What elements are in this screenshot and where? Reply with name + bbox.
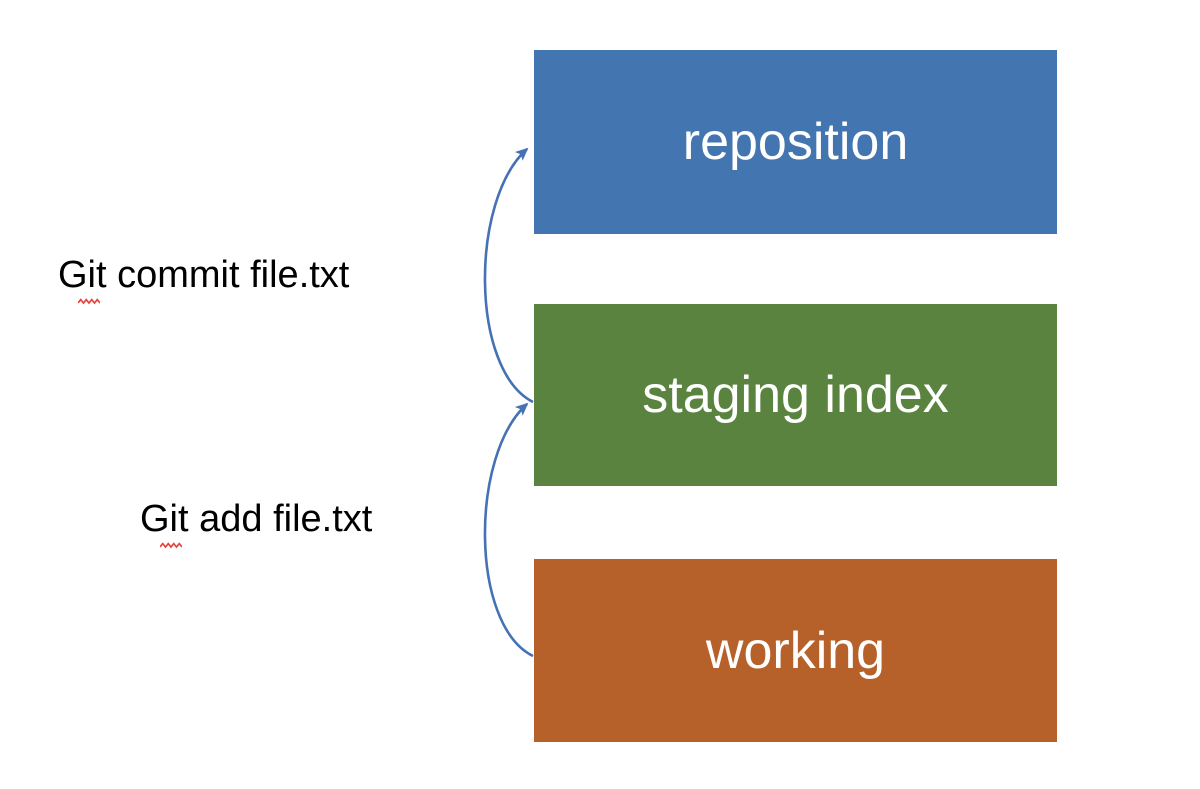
arrow-working-to-staging [483, 402, 534, 658]
caption-git-commit: Git commit file.txt [58, 254, 350, 305]
box-staging-index-label: staging index [642, 366, 949, 424]
arrow-staging-to-repository [483, 147, 534, 404]
caption-git-add-text: Git add file.txt [140, 498, 373, 540]
caption-git-add: Git add file.txt [140, 498, 373, 549]
caption-git-commit-text: Git commit file.txt [58, 254, 350, 296]
box-working-label: working [705, 621, 886, 680]
box-repository[interactable]: reposition [534, 50, 1057, 234]
spellcheck-squiggle-icon [160, 542, 182, 549]
box-repository-label: reposition [682, 113, 909, 171]
box-working[interactable]: working [534, 559, 1057, 742]
spellcheck-squiggle-icon [78, 298, 100, 305]
caption-git-add-wrap: Git add file.txt [140, 498, 373, 549]
box-staging-index[interactable]: staging index [534, 304, 1057, 486]
caption-git-commit-wrap: Git commit file.txt [58, 254, 350, 305]
